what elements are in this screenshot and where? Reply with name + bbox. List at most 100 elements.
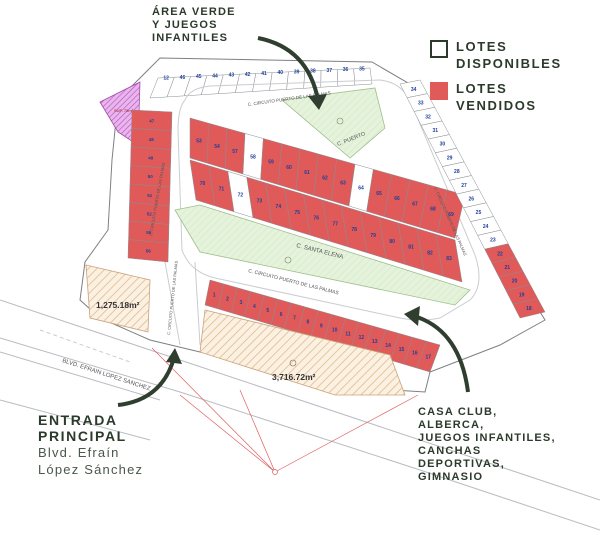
lot-number-label: 24 [483, 224, 489, 230]
lot-number-label: 27 [461, 183, 467, 189]
lot-number-label: 35 [359, 66, 365, 72]
callout-area-verde: ÁREA VERDE Y JUEGOS INFANTILES [152, 6, 236, 45]
lot-number-label: 77 [332, 221, 338, 227]
lot-number-label: 38 [310, 69, 316, 75]
lot-number-label: 47 [149, 118, 155, 123]
lot-number-label: 60 [286, 165, 292, 171]
legend-swatch-sold [430, 82, 448, 100]
lot-83 [435, 233, 463, 283]
lot-17 [416, 340, 441, 373]
callout-casa-club-line: ALBERCA, [418, 419, 485, 431]
lot-number-label: 53 [196, 139, 202, 145]
lot-number-label: 64 [358, 186, 364, 192]
lot-number-label: 34 [411, 87, 417, 93]
lot-number-label: 57 [232, 149, 238, 155]
lot-number-label: 26 [468, 197, 474, 203]
callout-casa-club-line: CASA CLUB, [418, 406, 498, 418]
entrada-title: ENTRADA [38, 412, 118, 428]
lot-number-label: 6 [280, 312, 283, 318]
legend-label: LOTES [456, 81, 508, 96]
loop-road [177, 79, 480, 321]
lot-number-label: 12 [359, 335, 365, 341]
lot-number-label: 5 [266, 308, 269, 314]
entrada-subtitle: Blvd. Efraín [38, 445, 120, 460]
legend-swatch-available [430, 40, 448, 58]
lot-number-label: 3 [240, 300, 243, 306]
lot-number-label: 40 [278, 70, 284, 76]
lot-number-label: 11 [345, 331, 351, 337]
hatched-area-large [199, 309, 406, 396]
callout-area-verde-line: Y JUEGOS [152, 19, 218, 31]
lot-number-label: 68 [430, 207, 436, 213]
lot-56 [127, 239, 169, 263]
lot-number-label: 36 [343, 67, 349, 73]
lot-number-label: 2 [226, 296, 229, 302]
lot-number-label: 80 [389, 239, 395, 245]
hatched-area-small [85, 264, 151, 333]
lot-number-label: 20 [512, 279, 518, 285]
lot-number-label: 18 [526, 306, 532, 312]
lot-18 [512, 298, 546, 319]
entrada-title: PRINCIPAL [38, 428, 127, 444]
lot-number-label: 41 [261, 71, 267, 77]
lot-number-label: 45 [196, 74, 202, 80]
lot-number-label: 67 [412, 201, 418, 207]
lot-number-label: 62 [322, 175, 328, 181]
lot-number-label: 72 [238, 192, 244, 198]
upper-sold-block: 5354575859606162636465666768697071727374… [189, 117, 466, 283]
callout-entrada: ENTRADA PRINCIPAL Blvd. Efraín López Sán… [38, 412, 143, 478]
lot-number-label: 10 [332, 327, 338, 333]
lot-number-label: 29 [447, 155, 453, 161]
lot-number-label: 55 [146, 230, 152, 235]
lot-number-label: 82 [427, 250, 433, 256]
lot-number-label: 56 [146, 249, 152, 254]
street-label-boulevard: BLVD. EFRAIN LOPEZ SANCHEZ [61, 358, 151, 392]
lot-number-label: 59 [268, 160, 274, 166]
lot-number-label: 52 [147, 211, 153, 216]
lot-number-label: 66 [394, 196, 400, 202]
lot-number-label: 37 [326, 68, 332, 74]
legend-label: LOTES [456, 39, 508, 54]
lot-number-label: 78 [351, 227, 357, 233]
lot-number-label: 23 [490, 238, 496, 244]
green-area-top [281, 87, 386, 159]
arrow-area-verde [257, 36, 327, 110]
lot-number-label: 50 [148, 174, 154, 179]
lot-number-label: 79 [370, 233, 376, 239]
svg-text:SUP. 75m²: SUP. 75m² [114, 108, 134, 113]
lot-number-label: 31 [432, 128, 438, 134]
lot-number-label: 30 [440, 142, 446, 148]
legend-disponibles: LOTES DISPONIBLES [430, 38, 562, 72]
callout-area-verde-line: ÁREA VERDE [152, 6, 236, 18]
lot-number-label: 12 [163, 76, 169, 82]
callout-area-verde-line: INFANTILES [152, 32, 229, 44]
lot-number-label: 8 [306, 320, 309, 326]
lot-number-label: 17 [426, 355, 432, 361]
entrada-subtitle: López Sánchez [38, 462, 144, 477]
lot-number-label: 69 [448, 212, 454, 218]
lot-number-label: 21 [504, 265, 510, 271]
lot-number-label: 9 [320, 324, 323, 330]
lot-number-label: 75 [295, 210, 301, 216]
lot-number-label: 83 [446, 256, 452, 262]
lot-number-label: 74 [276, 204, 282, 210]
legend-vendidos: LOTES VENDIDOS [430, 80, 537, 114]
area-label-small: 1,275.18m² [96, 300, 140, 310]
lot-number-label: 61 [304, 170, 310, 176]
lot-number-label: 28 [454, 169, 460, 175]
access-road [164, 261, 201, 346]
lot-number-label: 16 [412, 351, 418, 357]
callout-casa-club-line: DEPORTIVAS, [418, 458, 505, 470]
lot-number-label: 49 [148, 156, 154, 161]
callout-casa-club: CASA CLUB, ALBERCA, JUEGOS INFANTILES, C… [418, 406, 556, 484]
lot-number-label: 46 [180, 75, 186, 81]
lot-number-label: 43 [229, 73, 235, 79]
lot-number-label: 70 [200, 181, 206, 187]
lot-number-label: 42 [245, 72, 251, 78]
green-area-middle [174, 204, 471, 306]
lot-number-label: 13 [372, 339, 378, 345]
lot-number-label: 22 [497, 251, 503, 257]
area-label-large: 3,716.72m² [272, 372, 316, 382]
callout-casa-club-line: GIMNASIO [418, 471, 484, 483]
